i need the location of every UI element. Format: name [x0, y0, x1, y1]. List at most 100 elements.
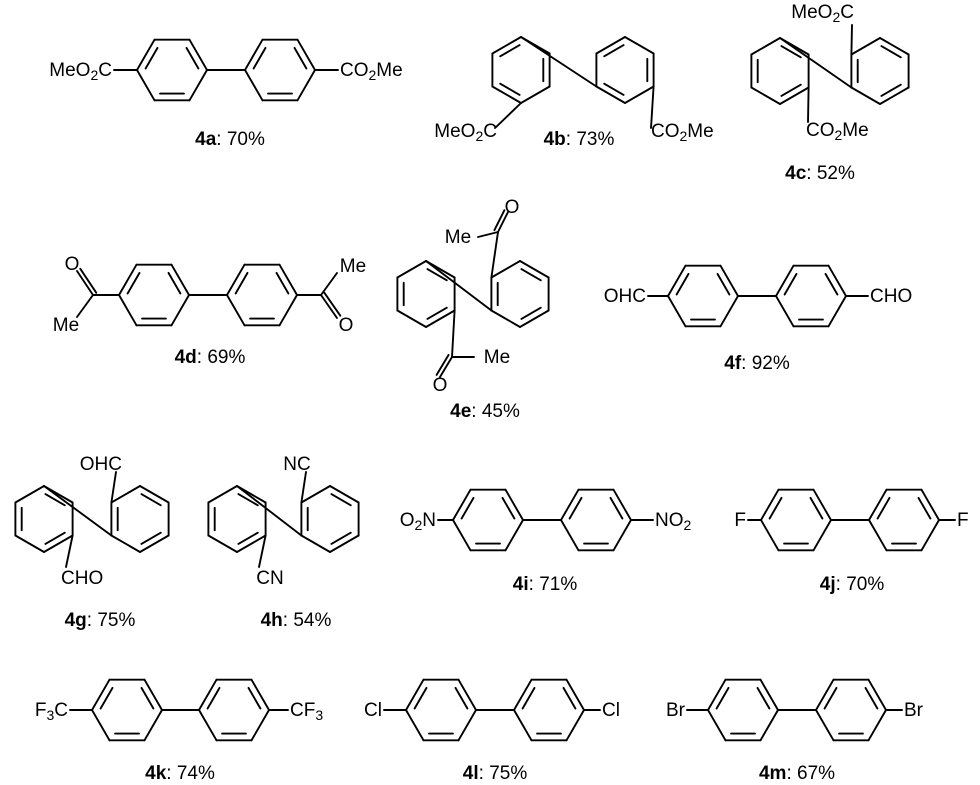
- ring-bond: [91, 678, 111, 711]
- aromatic-double-bond: [716, 272, 731, 296]
- aromatic-double-bond: [917, 496, 932, 520]
- substituent-label: O: [433, 375, 448, 396]
- compound-id: 4k: [145, 763, 167, 784]
- aromatic-double-bond: [823, 686, 838, 710]
- bond: [650, 85, 655, 129]
- ring-bond: [198, 709, 218, 742]
- aromatic-double-bond: [501, 496, 516, 520]
- aromatic-double-bond: [206, 686, 221, 710]
- substituent-label: NO2: [655, 510, 692, 534]
- ring-bond: [139, 485, 170, 504]
- carbonyl-bond: [79, 267, 98, 294]
- ring-bond: [396, 260, 427, 279]
- aromatic-double-bond: [167, 271, 182, 295]
- compound-id: 4h: [261, 610, 283, 631]
- ring-bond: [867, 709, 887, 742]
- aromatic-double-bond: [454, 686, 469, 710]
- ring-bond: [188, 69, 208, 102]
- ring-bond: [250, 678, 270, 711]
- compound-caption: 4l: 75%: [463, 763, 528, 784]
- compound-yield: 75%: [97, 610, 135, 631]
- ring-bond: [207, 485, 238, 504]
- ring-bond: [565, 709, 585, 742]
- substituent-label: CF3: [290, 700, 323, 724]
- ring-bond: [707, 709, 727, 742]
- ring-bond: [667, 295, 687, 328]
- ring-bond: [143, 678, 163, 711]
- aromatic-double-bond: [234, 271, 249, 295]
- aromatic-double-bond: [876, 496, 891, 520]
- compound-caption: 4c: 52%: [785, 163, 855, 184]
- aromatic-double-bond: [780, 83, 802, 97]
- substituent-label: Br: [904, 700, 924, 721]
- ring-bond: [513, 678, 533, 711]
- ring-bond: [143, 709, 163, 742]
- substituent-label: NC: [283, 454, 310, 475]
- ring-bond: [750, 86, 781, 105]
- compound-caption: 4a: 70%: [195, 129, 265, 150]
- ring-bond: [43, 534, 74, 553]
- ring-bond: [300, 485, 331, 504]
- ring-bond: [595, 36, 626, 55]
- compound-4h: NC CN 4h: 54%: [207, 454, 360, 631]
- ring-bond: [827, 264, 847, 297]
- aromatic-double-bond: [460, 496, 475, 520]
- ring-bond: [519, 309, 550, 328]
- substituent-label: Me: [53, 315, 79, 336]
- substituent-label: MeO2C: [791, 2, 854, 26]
- ring-bond: [118, 294, 138, 327]
- ring-bond: [452, 488, 472, 521]
- bond: [65, 534, 74, 568]
- ring-bond: [329, 534, 360, 553]
- ring-bond: [139, 534, 170, 553]
- compound-caption: 4f: 92%: [724, 353, 790, 374]
- ring-bond: [170, 294, 190, 327]
- biaryl-bond: [779, 37, 853, 89]
- carbonyl-bond: [493, 209, 506, 232]
- substituent-label: Cl: [602, 700, 620, 721]
- bond: [807, 86, 810, 123]
- ring-bond: [296, 38, 316, 71]
- biaryl-bond: [425, 260, 493, 312]
- bond: [850, 24, 853, 56]
- ring-bond: [490, 260, 521, 279]
- substituent-label: Me: [340, 256, 366, 277]
- ring-bond: [198, 678, 218, 711]
- aromatic-double-bond: [809, 496, 824, 520]
- ring-bond: [250, 709, 270, 742]
- ring-bond: [110, 485, 141, 504]
- bond: [494, 102, 522, 129]
- aromatic-double-bond: [426, 306, 448, 320]
- substituent-label: O2N: [400, 510, 436, 534]
- aromatic-double-bond: [330, 493, 352, 507]
- ring-bond: [396, 309, 427, 328]
- compound-caption: 4b: 73%: [544, 129, 615, 150]
- compound-id: 4i: [513, 574, 529, 595]
- bond: [110, 471, 117, 504]
- compound-yield: 73%: [576, 129, 614, 150]
- substituent-label: Me: [484, 347, 510, 368]
- ring-bond: [226, 263, 246, 296]
- substituent-label: CHO: [870, 286, 912, 307]
- substituent-label: CN: [256, 568, 283, 589]
- aromatic-double-bond: [756, 686, 771, 710]
- ring-bond: [868, 519, 888, 552]
- compound-id: 4g: [65, 610, 87, 631]
- aromatic-double-bond: [880, 45, 902, 59]
- compound-yield: 69%: [207, 347, 245, 368]
- ring-bond: [760, 519, 780, 552]
- compound-caption: 4h: 54%: [261, 610, 332, 631]
- aromatic-double-bond: [824, 272, 839, 296]
- ring-bond: [491, 36, 522, 55]
- ring-bond: [667, 264, 687, 297]
- bond: [300, 471, 307, 504]
- aromatic-double-bond: [880, 83, 902, 97]
- ring-bond: [565, 678, 585, 711]
- ring-bond: [850, 86, 881, 105]
